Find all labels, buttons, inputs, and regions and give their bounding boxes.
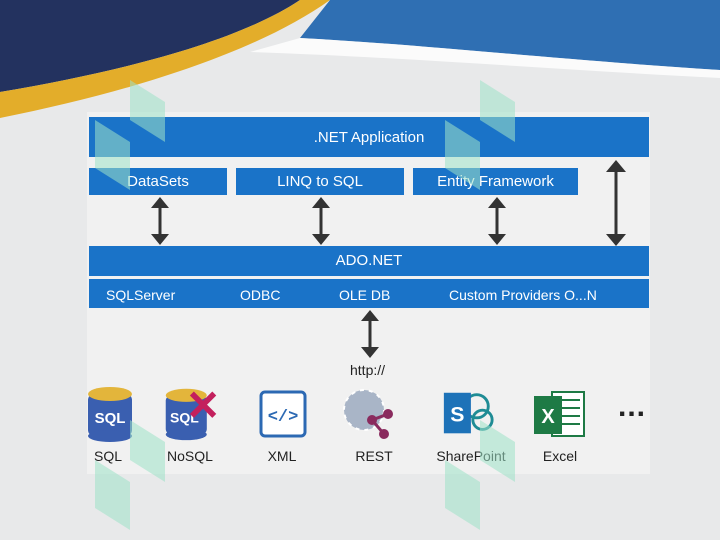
- framework-datasets: DataSets: [89, 168, 227, 195]
- http-protocol-label: http://: [350, 362, 386, 378]
- dotnet-application-label: .NET Application: [313, 128, 425, 146]
- more-sources-ellipsis: ...: [618, 390, 647, 423]
- svg-text:X: X: [541, 406, 555, 428]
- svg-text:</>: </>: [268, 408, 299, 427]
- double-arrow-icon: [151, 197, 169, 245]
- source-label-xml: XML: [267, 448, 297, 464]
- provider-oledb: OLE DB: [339, 287, 391, 303]
- divider: [89, 276, 649, 279]
- framework-label: Entity Framework: [437, 173, 554, 190]
- framework-label: DataSets: [127, 173, 189, 190]
- framework-label: LINQ to SQL: [277, 173, 363, 190]
- double-arrow-icon: [488, 197, 506, 245]
- rest-api-icon: [340, 386, 396, 442]
- ado-net-label: ADO.NET: [335, 252, 403, 269]
- source-label-nosql: NoSQL: [167, 448, 213, 464]
- dotnet-application-layer: .NET Application: [89, 117, 649, 157]
- double-arrow-icon: [312, 197, 330, 245]
- xml-file-icon: </>: [255, 386, 311, 442]
- provider-sqlserver: SQLServer: [106, 287, 176, 303]
- source-label-excel: Excel: [542, 448, 578, 464]
- sharepoint-icon: S: [440, 386, 496, 442]
- framework-entity-framework: Entity Framework: [413, 168, 578, 195]
- source-label-sharepoint: SharePoint: [436, 448, 506, 464]
- header-banner: [0, 0, 720, 118]
- double-arrow-icon: [606, 160, 626, 246]
- source-label-rest: REST: [355, 448, 393, 464]
- sql-database-icon: SQL: [82, 386, 138, 442]
- provider-odbc: ODBC: [240, 287, 281, 303]
- excel-icon: X: [532, 386, 588, 442]
- nosql-database-icon: SQL: [162, 386, 218, 442]
- framework-linq-to-sql: LINQ to SQL: [236, 168, 404, 195]
- provider-custom: Custom Providers O...N: [449, 287, 597, 303]
- svg-text:S: S: [450, 403, 464, 427]
- svg-text:SQL: SQL: [95, 410, 126, 427]
- double-arrow-icon: [361, 310, 379, 358]
